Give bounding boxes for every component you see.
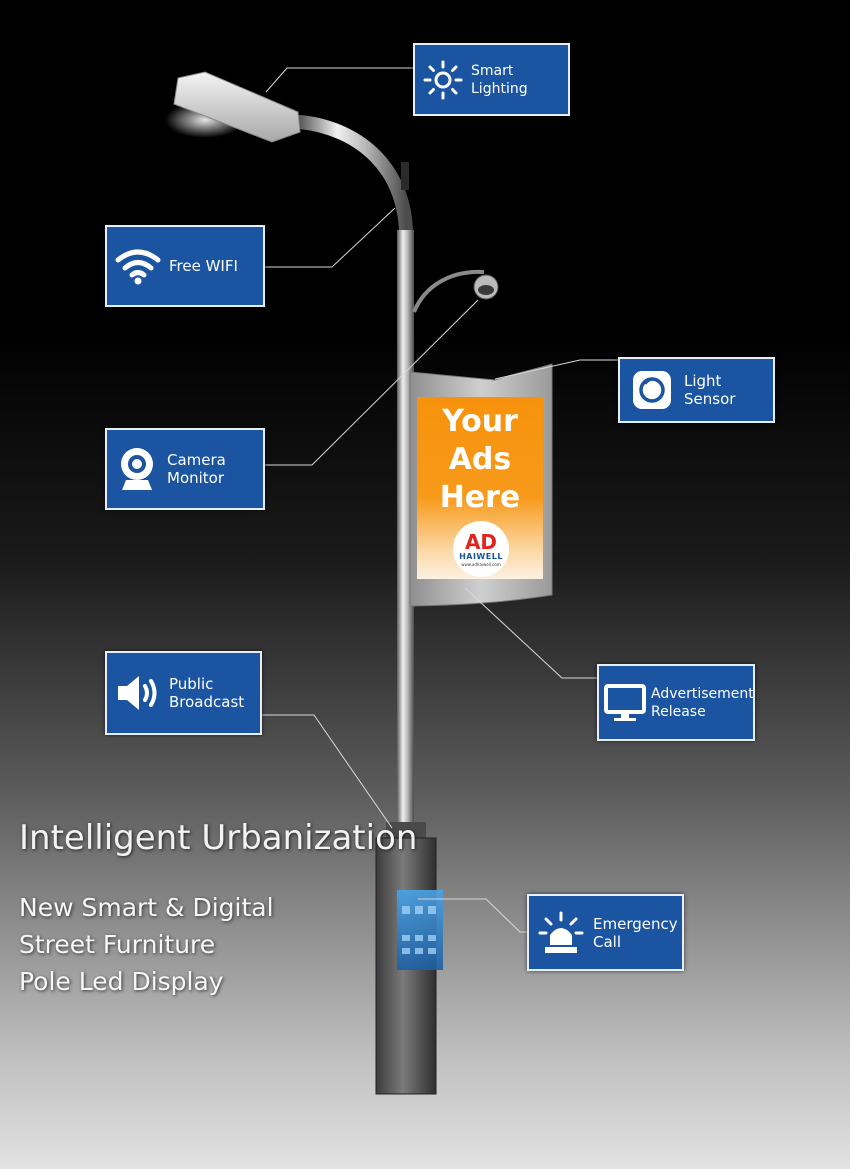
leader-lines xyxy=(262,67,618,933)
leader-smart-lighting xyxy=(265,67,413,93)
ad-text-line-3: Here xyxy=(439,480,521,515)
subline-2: Street Furniture xyxy=(19,930,216,959)
camera-monitor-label: Camera Monitor xyxy=(167,451,226,487)
public-broadcast-label: Public Broadcast xyxy=(169,675,245,711)
logo-mark: AD xyxy=(464,529,498,554)
feature-free-wifi: Free WIFI xyxy=(105,225,265,307)
sensor-icon xyxy=(620,370,684,410)
base-collar xyxy=(386,822,426,838)
leader-advertisement-release xyxy=(464,587,597,679)
leader-emergency-call xyxy=(418,898,527,933)
feature-advertisement-release: Advertisement Release xyxy=(597,664,755,741)
camera-lens xyxy=(478,285,494,295)
sun-icon xyxy=(415,60,471,100)
kiosk-screen xyxy=(397,890,443,970)
subline-3: Pole Led Display xyxy=(19,967,224,996)
siren-icon xyxy=(529,911,593,955)
leader-public-broadcast xyxy=(262,714,393,829)
smart-lighting-label: Smart Lighting xyxy=(471,62,528,97)
ad-text-line-2: Ads xyxy=(448,442,512,477)
feature-emergency-call: Emergency Call xyxy=(527,894,684,971)
leader-light-sensor xyxy=(494,359,618,380)
hailwell-logo: AD HAIWELL www.adhaiwell.com xyxy=(453,521,509,577)
monitor-icon xyxy=(599,683,651,723)
ad-text-line-1: Your xyxy=(442,404,518,439)
logo-brand: HAIWELL xyxy=(459,551,503,561)
antenna xyxy=(401,162,409,190)
headline: Intelligent Urbanization xyxy=(19,818,418,858)
lamp-head xyxy=(173,71,301,143)
subline-1: New Smart & Digital xyxy=(19,893,274,922)
feature-smart-lighting: Smart Lighting xyxy=(413,43,570,116)
kiosk-buttons xyxy=(402,906,436,954)
speaker-icon xyxy=(107,673,169,713)
leader-camera-monitor xyxy=(265,299,479,466)
feature-light-sensor: Light Sensor xyxy=(618,357,775,423)
feature-public-broadcast: Public Broadcast xyxy=(105,651,262,735)
webcam-icon xyxy=(107,446,167,492)
advertisement-release-label: Advertisement Release xyxy=(651,685,754,720)
emergency-call-label: Emergency Call xyxy=(593,914,678,951)
free-wifi-label: Free WIFI xyxy=(169,257,238,275)
feature-camera-monitor: Camera Monitor xyxy=(105,428,265,510)
camera-arm xyxy=(412,269,485,313)
lamp-arm xyxy=(293,115,414,427)
logo-url: www.adhaiwell.com xyxy=(461,561,501,567)
ad-panel: Your Ads Here AD HAIWELL www.adhaiwell.c… xyxy=(417,397,543,579)
wifi-icon xyxy=(107,246,169,286)
leader-free-wifi xyxy=(265,207,396,268)
light-sensor-label: Light Sensor xyxy=(684,372,736,408)
